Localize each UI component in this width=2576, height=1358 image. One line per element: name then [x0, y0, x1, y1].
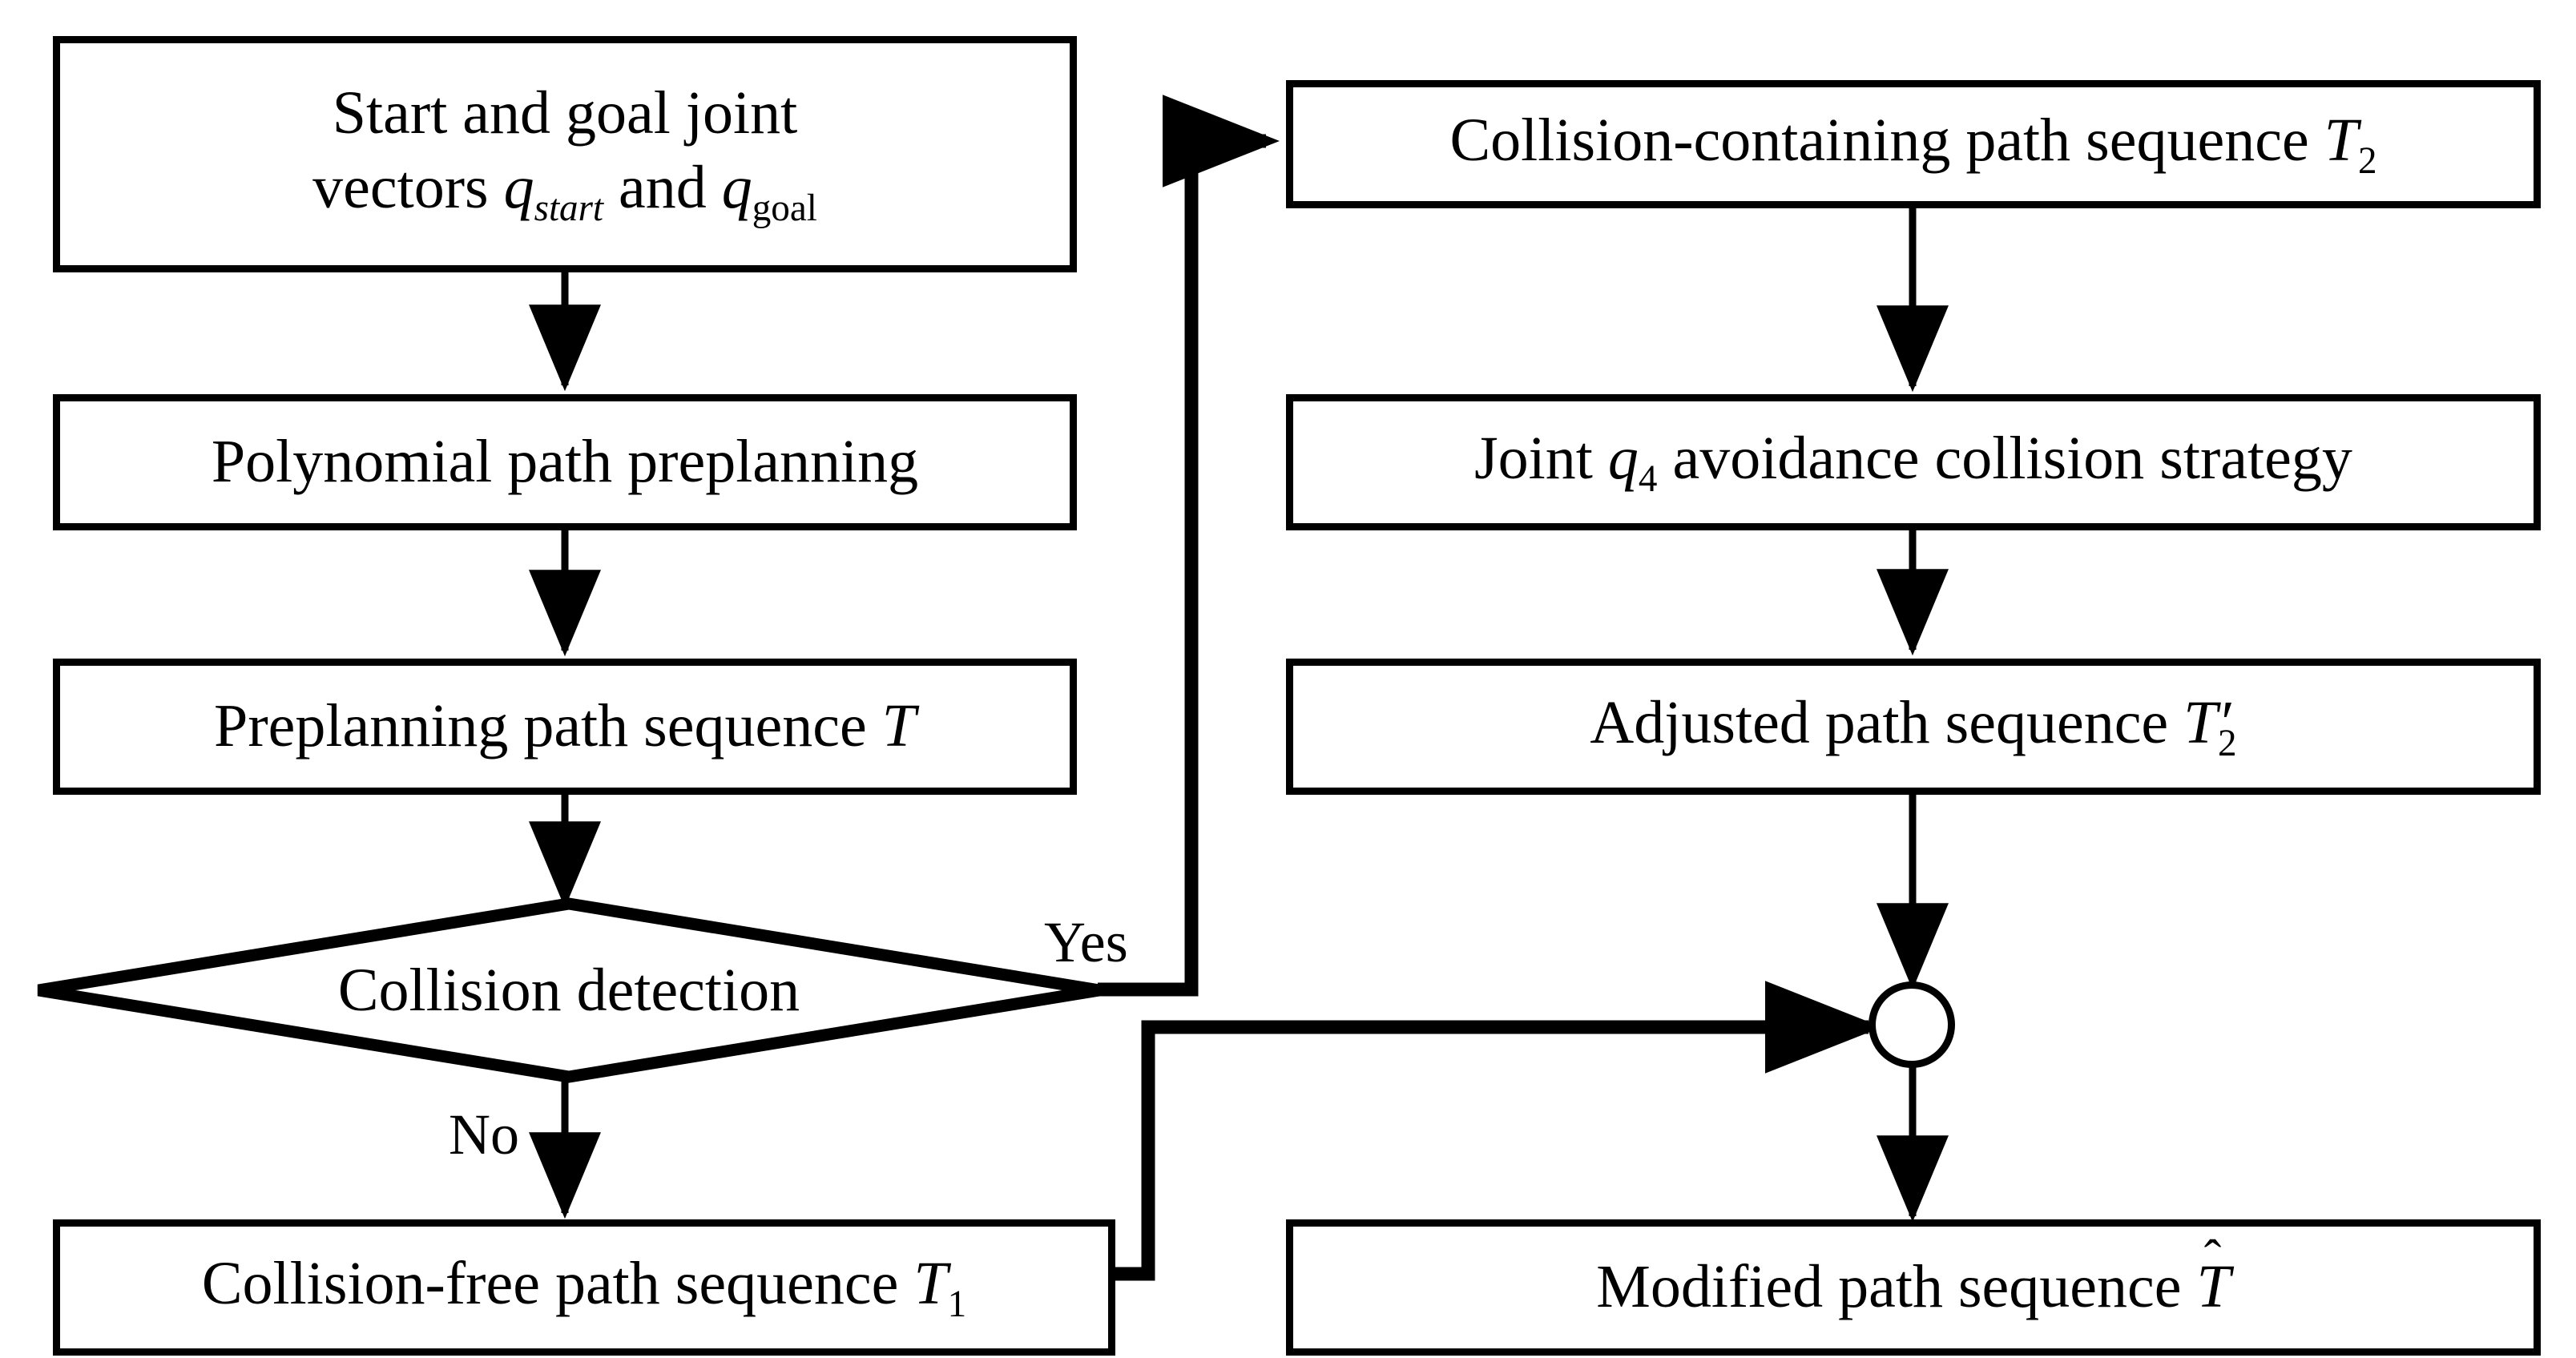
q-goal-symbol: q — [721, 154, 752, 222]
polynomial-preplanning-label: Polynomial path preplanning — [211, 428, 919, 496]
modified-text: Modified path sequence — [1596, 1253, 2197, 1321]
T2-symbol: T — [2324, 106, 2358, 174]
joint-prefix-text: Joint — [1474, 424, 1608, 492]
node-polynomial-preplanning: Polynomial path preplanning — [53, 394, 1077, 530]
joint-suffix-text: avoidance collision strategy — [1657, 424, 2352, 492]
q-start-symbol: q — [503, 154, 534, 222]
edge-label-no: No — [449, 1106, 519, 1163]
edge-detection-yes-to-collision-containing — [1098, 95, 1280, 997]
node-adjusted-sequence: Adjusted path sequence T′2 — [1286, 659, 2541, 795]
yes-text: Yes — [1044, 910, 1128, 974]
node-collision-free-sequence: Collision-free path sequence T1 — [53, 1219, 1115, 1356]
start-inputs-line2-pre: vectors — [312, 154, 504, 222]
start-inputs-line2: vectors qstart and qgoal — [312, 151, 817, 232]
q-start-subscript: start — [534, 187, 604, 230]
preplanning-sequence-label: Preplanning path sequence T — [214, 691, 916, 763]
adjusted-text: Adjusted path sequence — [1590, 688, 2184, 756]
node-collision-containing-sequence: Collision-containing path sequence T2 — [1286, 80, 2541, 208]
q4-subscript: 4 — [1638, 457, 1658, 500]
That-hat-mark: ˆ — [2203, 1229, 2222, 1287]
no-text: No — [449, 1102, 519, 1167]
collision-detection-label: Collision detection — [32, 897, 1106, 1083]
node-joint-avoidance-strategy: Joint q4 avoidance collision strategy — [1286, 394, 2541, 530]
collision-containing-text: Collision-containing path sequence — [1449, 106, 2324, 174]
T2prime-symbol: T — [2183, 688, 2218, 756]
That-symbol: T — [2196, 1253, 2231, 1321]
collision-free-text: Collision-free path sequence — [201, 1249, 914, 1317]
node-merge-junction — [1869, 981, 1955, 1068]
edge-label-yes: Yes — [1044, 913, 1128, 971]
preplanning-sequence-text: Preplanning path sequence — [214, 692, 882, 760]
start-inputs-line1: Start and goal joint — [332, 79, 798, 147]
q-goal-subscript: goal — [752, 187, 817, 230]
node-collision-detection: Collision detection — [32, 897, 1106, 1083]
T-symbol: T — [881, 692, 916, 760]
q4-symbol: q — [1607, 424, 1639, 492]
T1-symbol: T — [913, 1249, 948, 1317]
T1-subscript: 1 — [947, 1283, 967, 1325]
diamond-outline — [37, 897, 1101, 1083]
T2-subscript: 2 — [2357, 139, 2377, 182]
start-inputs-line2-mid: and — [603, 154, 722, 222]
adjusted-sequence-label: Adjusted path sequence T′2 — [1590, 687, 2236, 767]
node-preplanning-sequence: Preplanning path sequence T — [53, 659, 1077, 795]
collision-containing-sequence-label: Collision-containing path sequence T2 — [1449, 105, 2376, 184]
T2prime-prime-mark: ′ — [2217, 688, 2231, 756]
joint-avoidance-strategy-label: Joint q4 avoidance collision strategy — [1474, 423, 2352, 502]
collision-detection-text: Collision detection — [337, 956, 800, 1024]
T2prime-subscript: 2 — [2218, 722, 2237, 764]
collision-free-sequence-label: Collision-free path sequence T1 — [202, 1248, 966, 1328]
node-start-inputs: Start and goal joint vectors qstart and … — [53, 36, 1077, 272]
